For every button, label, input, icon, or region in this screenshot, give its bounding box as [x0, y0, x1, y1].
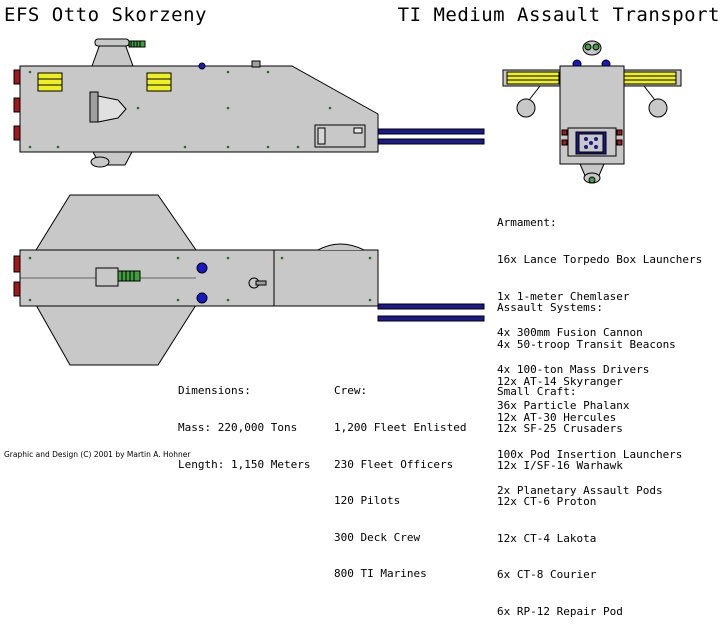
small-craft-heading: Small Craft: — [497, 385, 577, 399]
armament-section: Armament: 16x Lance Torpedo Box Launcher… — [497, 193, 702, 425]
ship-class-title: TI Medium Assault Transport — [397, 4, 720, 26]
assault-systems-item: 12x AT-14 Skyranger — [497, 374, 623, 388]
assault-systems-item: 100x Pod Insertion Launchers — [497, 447, 683, 461]
top-view — [13, 194, 485, 366]
small-craft-item: 12x CT-4 Lakota — [497, 531, 597, 545]
armament-item: 16x Lance Torpedo Box Launchers — [497, 253, 703, 267]
ship-schematic — [13, 38, 682, 366]
front-view — [502, 40, 682, 184]
small-craft-item: 6x RP-12 Repair Pod — [497, 605, 623, 619]
small-craft-item: 12x SF-25 Crusaders — [497, 422, 623, 436]
crew-item: 120 Pilots — [334, 494, 401, 508]
cannon-barrel — [377, 128, 485, 135]
upper-fin — [91, 43, 134, 67]
assault-systems-item: 4x 50-troop Transit Beacons — [497, 338, 676, 352]
dimensions-mass: Mass: 220,000 Tons — [178, 421, 298, 435]
ship-name-title: EFS Otto Skorzeny — [4, 4, 207, 26]
dimensions-section: Dimensions: Mass: 220,000 Tons Length: 1… — [178, 361, 310, 483]
yellow-panel — [37, 72, 63, 92]
side-view — [13, 38, 485, 168]
armament-item: 4x 300mm Fusion Cannon — [497, 326, 643, 340]
armament-item: 1x 1-meter Chemlaser — [497, 289, 630, 303]
engine-nozzle — [13, 69, 21, 85]
crew-item: 1,200 Fleet Enlisted — [334, 421, 467, 435]
assault-systems-heading: Assault Systems: — [497, 301, 603, 315]
crew-section: Crew: 1,200 Fleet Enlisted 230 Fleet Off… — [334, 361, 466, 593]
armament-heading: Armament: — [497, 216, 557, 230]
small-craft-item: 12x CT-6 Proton — [497, 495, 597, 509]
crew-item: 800 TI Marines — [334, 567, 427, 581]
assault-systems-item: 12x AT-30 Hercules — [497, 411, 617, 425]
dimensions-length: Length: 1,150 Meters — [178, 457, 311, 471]
hatch — [314, 124, 366, 148]
armament-item: 4x 100-ton Mass Drivers — [497, 362, 650, 376]
credit-line: Graphic and Design (C) 2001 by Martin A.… — [4, 450, 191, 459]
crew-item: 230 Fleet Officers — [334, 457, 454, 471]
armament-item: 36x Particle Phalanx — [497, 399, 630, 413]
dimensions-heading: Dimensions: — [178, 384, 251, 398]
small-craft-section: Small Craft: 12x SF-25 Crusaders 12x I/S… — [497, 362, 623, 630]
crew-item: 300 Deck Crew — [334, 530, 421, 544]
crew-heading: Crew: — [334, 384, 368, 398]
small-craft-item: 6x CT-8 Courier — [497, 568, 597, 582]
